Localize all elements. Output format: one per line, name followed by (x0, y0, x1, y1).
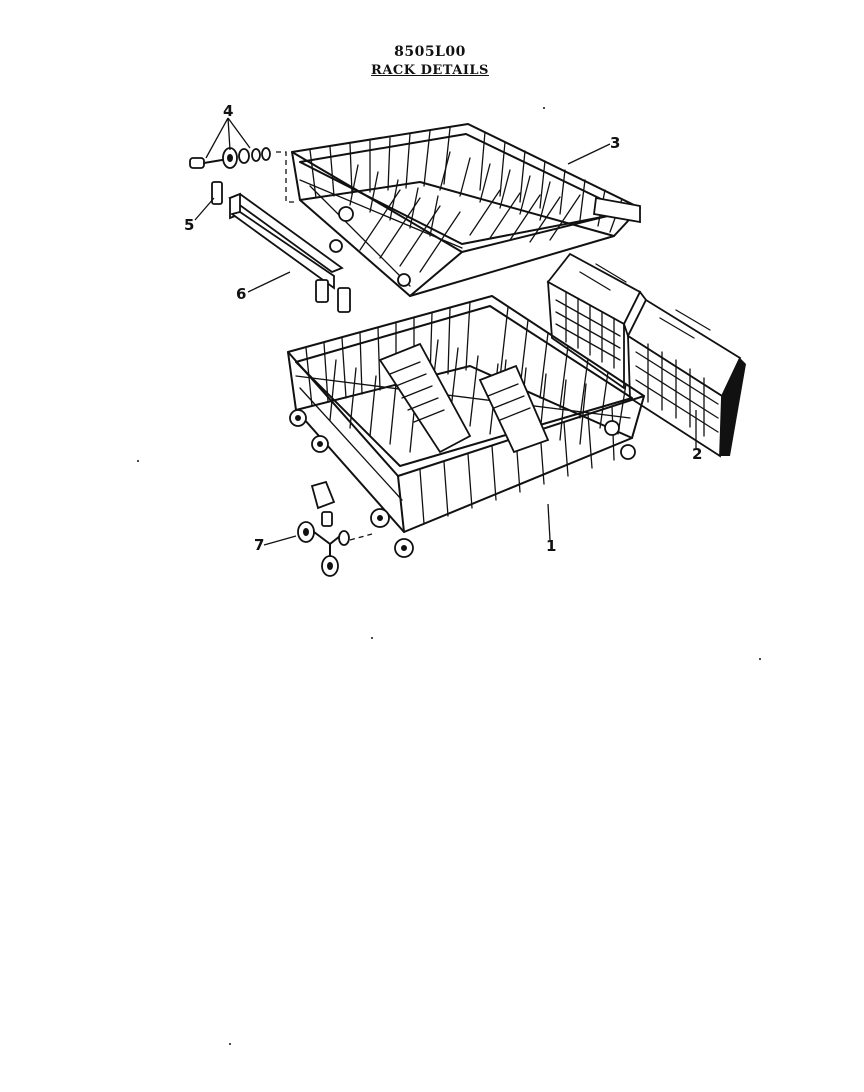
callout-5: 5 (184, 216, 194, 234)
rail-end-cap (194, 181, 223, 221)
silverware-basket (546, 252, 746, 458)
diagram-title: RACK DETAILS (371, 63, 489, 78)
upper-rack (276, 123, 641, 297)
callout-4: 4 (223, 102, 233, 120)
callout-3: 3 (610, 134, 620, 152)
model-number: 8505L00 (394, 44, 466, 60)
callout-6: 6 (236, 285, 246, 303)
track-rail (228, 192, 351, 313)
diagram-heading: 8505L00 RACK DETAILS (330, 44, 530, 78)
lower-wheel-assembly (263, 480, 373, 577)
callout-1: 1 (546, 537, 556, 555)
wheel-hardware (189, 117, 271, 169)
lower-rack (287, 295, 645, 558)
callout-7: 7 (254, 536, 264, 554)
callout-2: 2 (692, 445, 702, 463)
